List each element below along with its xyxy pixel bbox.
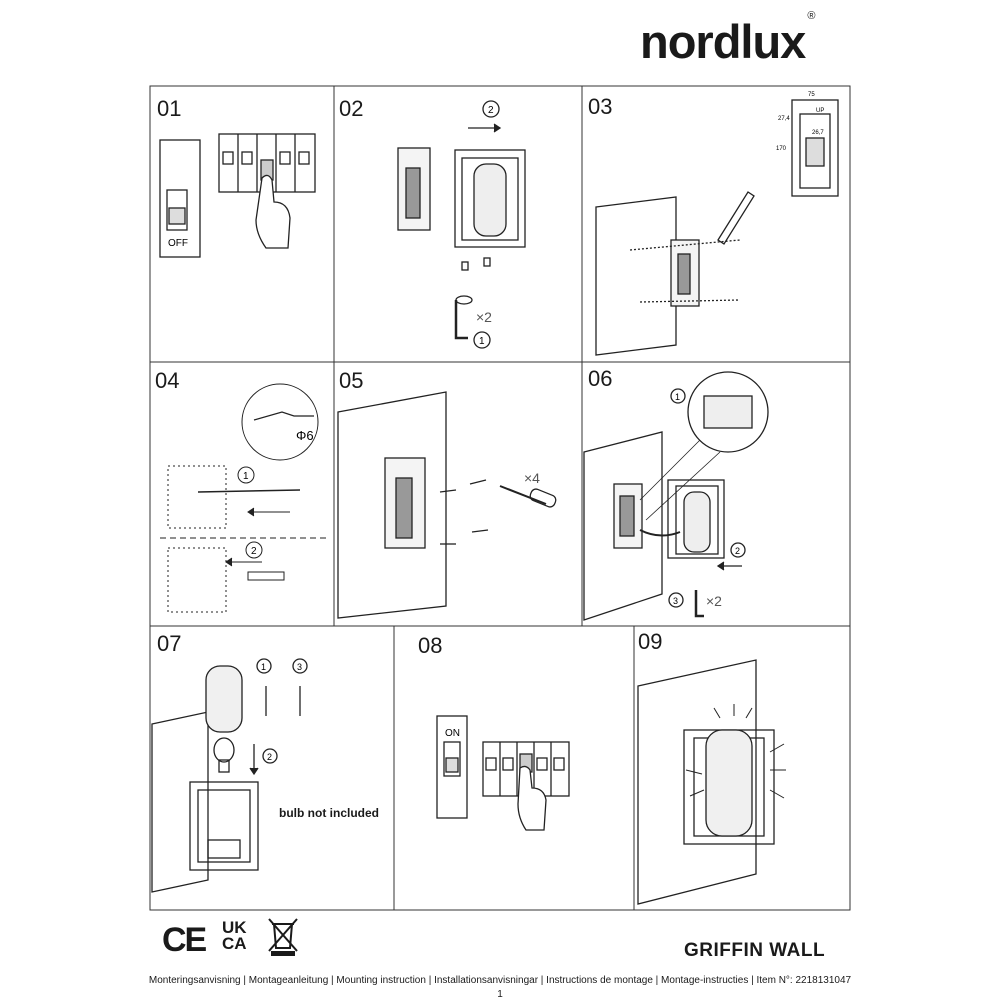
ce-mark: CE [162, 921, 207, 959]
breaker-switch-lever [166, 189, 188, 231]
step02-illustration [397, 100, 526, 349]
step02-callout-1: 1 [479, 336, 485, 347]
step07-illustration [151, 658, 308, 893]
callout-circle-2 [730, 542, 746, 558]
screwdriver-icon [499, 485, 547, 505]
step06-callout-2: 2 [735, 546, 740, 556]
switch-on-label: ON [445, 728, 460, 739]
weee-bin-icon [268, 918, 298, 956]
terminal-block-callout [687, 371, 769, 453]
step03-illustration [595, 99, 839, 356]
hand-icon [255, 174, 291, 249]
lamp-cage [454, 149, 526, 248]
step03-dim-mount: 27,4 [778, 116, 790, 122]
wall-block [337, 391, 447, 619]
hand-icon [517, 765, 547, 831]
pencil-icon [717, 191, 755, 245]
callout-circle-1 [237, 466, 255, 484]
step-number-05: 05 [339, 368, 364, 393]
step02-callout-2: 2 [488, 105, 494, 116]
step03-dim-height: 170 [776, 146, 787, 152]
power-cable [639, 529, 681, 537]
callout-circle-1 [670, 388, 686, 404]
terminal-block [703, 395, 753, 429]
callout-circle-1 [256, 658, 272, 674]
footer-instructions: Monteringsanvisning | Montageanleitung |… [148, 975, 852, 986]
switch-off-label: OFF [168, 238, 188, 249]
drill-bit-callout [241, 383, 319, 461]
step-number-03: 03 [588, 94, 613, 119]
wall-block [595, 196, 677, 356]
ukca-mark: UK CA [222, 918, 247, 953]
callout-circle-3 [292, 658, 308, 674]
step06-multiplier: ×2 [706, 593, 722, 609]
wall-texture-lower [167, 547, 227, 613]
callout-circle-3 [668, 592, 684, 608]
step04-illustration [160, 383, 328, 613]
callout-circle-2 [262, 748, 278, 764]
bulb-icon [213, 737, 235, 763]
step09-illustration [637, 659, 786, 905]
step06-callout-3: 3 [673, 596, 678, 606]
step07-callout-2: 2 [267, 752, 272, 762]
step-number-08: 08 [418, 633, 443, 658]
callout-circle-2 [482, 100, 500, 118]
drill-bit [197, 489, 301, 493]
step02-multiplier: ×2 [476, 309, 492, 325]
lamp-cage [667, 479, 725, 559]
lamp-shade [683, 491, 711, 553]
step-number-04: 04 [155, 368, 180, 393]
wall-block [151, 711, 209, 893]
breaker-switch-panel [159, 139, 201, 258]
wall-texture-upper [167, 465, 227, 529]
registered-mark: ® [807, 10, 815, 23]
wall-plug-icon [247, 571, 285, 581]
step-number-01: 01 [157, 96, 182, 121]
dimension-drawing [791, 99, 839, 197]
step04-callout-1: 1 [243, 471, 249, 482]
step05-illustration [337, 391, 557, 619]
page-number: 1 [497, 989, 503, 1000]
ukca-top: UK [222, 918, 247, 937]
lamp-shade [473, 163, 507, 237]
breaker-switch-lever [443, 741, 461, 777]
step06-illustration [583, 371, 769, 621]
step04-drill-size: Φ6 [296, 428, 314, 443]
grid-frame [149, 85, 851, 911]
step04-callout-2: 2 [251, 546, 257, 557]
allen-key-icon [694, 590, 704, 618]
wall-block [637, 659, 757, 905]
bulb-not-included-note: bulb not included [279, 806, 379, 820]
step07-callout-1: 1 [261, 662, 266, 672]
lamp-cage [189, 781, 259, 871]
step07-callout-3: 3 [297, 662, 302, 672]
light-rays [685, 704, 786, 799]
step03-up-label: UP [816, 108, 824, 114]
lamp-holder [207, 839, 241, 859]
product-name: GRIFFIN WALL [684, 940, 826, 961]
step08-illustration [436, 715, 570, 831]
step-number-09: 09 [638, 629, 663, 654]
step06-callout-1: 1 [675, 392, 680, 402]
step01-illustration [159, 133, 316, 258]
allen-key-icon [454, 300, 468, 340]
lamp-shade [705, 729, 753, 837]
lamp-shade [205, 665, 243, 733]
brand-logo: nordlux® [640, 10, 815, 69]
breaker-switch-panel [436, 715, 468, 819]
brand-name: nordlux [640, 15, 806, 68]
step-number-02: 02 [339, 96, 364, 121]
callout-circle-2 [245, 541, 263, 559]
step05-multiplier: ×4 [524, 470, 540, 486]
step03-dim-spacing: 26,7 [812, 130, 824, 136]
ukca-bottom: CA [222, 934, 247, 953]
step-number-06: 06 [588, 366, 613, 391]
callout-circle-1 [473, 331, 491, 349]
wall-block [583, 431, 663, 621]
step03-dim-width: 75 [808, 92, 815, 98]
drill-icon [253, 411, 314, 421]
step-number-07: 07 [157, 631, 182, 656]
